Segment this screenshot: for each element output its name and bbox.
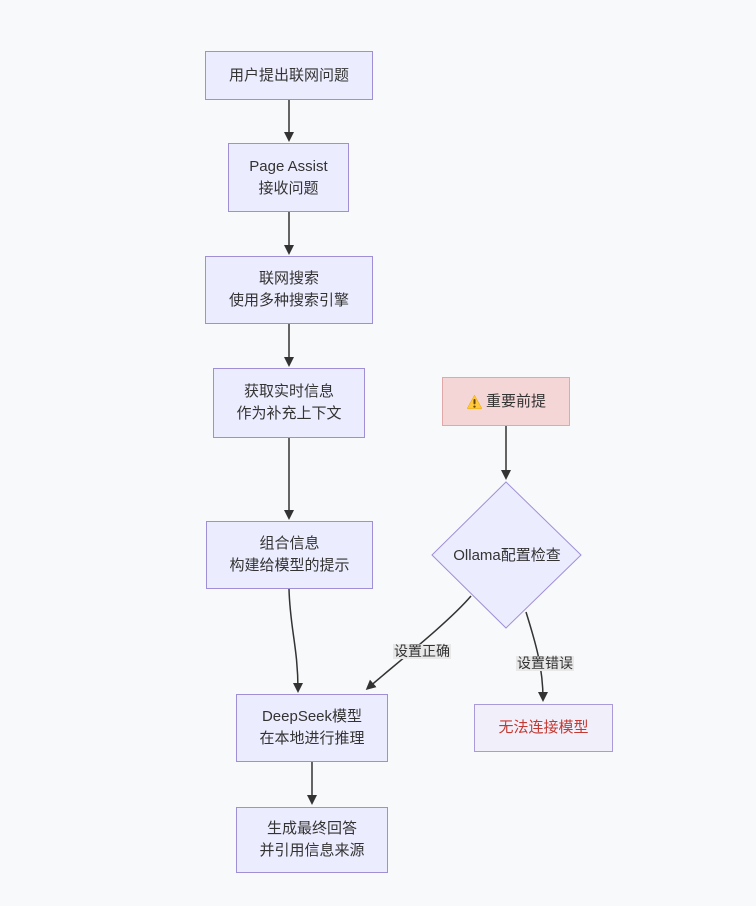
warning-icon: [466, 394, 482, 409]
node-label: 获取实时信息: [243, 383, 334, 400]
node-label: 生成最终回答: [266, 820, 357, 837]
node-web-search: 联网搜索 使用多种搜索引擎: [205, 256, 373, 324]
edge-label-config-correct: 设置正确: [393, 643, 451, 659]
node-user-question: 用户提出联网问题: [205, 51, 373, 100]
node-deepseek-model: DeepSeek模型 在本地进行推理: [236, 694, 388, 762]
node-page-assist: Page Assist 接收问题: [228, 143, 349, 212]
edge-check-to-fail: [525, 611, 548, 702]
node-combine-info: 组合信息 构建给模型的提示: [206, 521, 373, 589]
node-label: 并引用信息来源: [259, 842, 365, 859]
node-label: 接收问题: [258, 179, 319, 197]
node-label: 重要前提: [485, 392, 546, 410]
node-label: 在本地进行推理: [259, 730, 365, 747]
node-label: 作为补充上下文: [236, 405, 342, 422]
node-label: 组合信息: [259, 535, 320, 552]
edge-check-to-deepseek: [365, 595, 472, 690]
edge-combine-to-deepseek: [288, 588, 303, 693]
node-label: 使用多种搜索引擎: [228, 292, 349, 309]
node-label: 联网搜索: [258, 270, 319, 287]
node-label: Page Assist: [249, 157, 328, 175]
node-realtime-info: 获取实时信息 作为补充上下文: [213, 368, 365, 438]
edge-label-config-wrong: 设置错误: [516, 655, 574, 671]
node-label: DeepSeek模型: [261, 708, 363, 725]
node-label: 用户提出联网问题: [228, 66, 349, 84]
node-label: 构建给模型的提示: [229, 557, 350, 574]
node-connect-fail: 无法连接模型: [474, 704, 613, 752]
node-important-precondition: 重要前提: [442, 377, 570, 426]
decision-diamond-shape: [431, 481, 582, 629]
node-ollama-config-check: Ollama配置检查: [453, 547, 561, 564]
node-label: 无法连接模型: [498, 719, 589, 736]
node-final-answer: 生成最终回答 并引用信息来源: [236, 807, 388, 873]
